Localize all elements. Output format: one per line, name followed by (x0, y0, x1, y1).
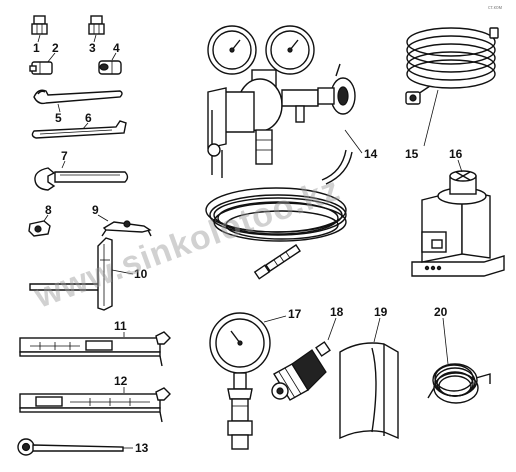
label-19: 19 (374, 305, 388, 319)
label-11: 11 (114, 319, 127, 333)
item-13-ring-key (17, 438, 124, 456)
item-7-open-end-wrench (34, 167, 129, 191)
item-3-nut (88, 15, 105, 35)
leader-10 (111, 269, 134, 275)
label-14: 14 (364, 147, 378, 161)
item-4-fitting (98, 60, 122, 75)
label-5: 5 (55, 111, 62, 125)
item-1-nut (31, 15, 48, 35)
item-14-gas-regulator (205, 25, 356, 280)
leader-1 (37, 34, 41, 43)
item-12-caliper (19, 387, 171, 423)
item-9-bracket (101, 220, 152, 237)
watermark: www.sinkolotoo.kz (29, 170, 345, 316)
item-19-half-shell (339, 342, 399, 440)
leader-17 (263, 315, 287, 323)
leader-4 (111, 52, 117, 61)
label-8: 8 (45, 203, 52, 217)
corner-mark: ст.ком (488, 5, 503, 11)
label-3: 3 (89, 41, 96, 55)
leader-20 (442, 317, 449, 365)
item-18-adapter (271, 341, 331, 401)
item-20-wire-coil (427, 363, 491, 404)
label-1: 1 (33, 41, 40, 55)
label-6: 6 (85, 111, 92, 125)
label-13: 13 (135, 441, 149, 455)
leader-9 (97, 214, 109, 222)
label-20: 20 (434, 305, 448, 319)
label-15: 15 (405, 147, 419, 161)
item-15-coiled-tube (405, 27, 499, 105)
label-4: 4 (113, 41, 120, 55)
label-9: 9 (92, 203, 99, 217)
item-5-hook-wrench (33, 89, 123, 105)
label-17: 17 (288, 307, 302, 321)
item-6-flat-key (31, 120, 127, 139)
item-10-square-gauge (29, 237, 113, 311)
item-8-nut (28, 220, 51, 237)
label-18: 18 (330, 305, 344, 319)
label-2: 2 (52, 41, 59, 55)
leader-5 (57, 103, 61, 113)
leader-18 (327, 317, 337, 341)
label-16: 16 (449, 147, 463, 161)
item-16-hydraulic-jack (411, 170, 505, 277)
item-11-caliper (19, 331, 171, 367)
label-10: 10 (134, 267, 148, 281)
leader-7 (61, 160, 66, 169)
leader-8 (43, 214, 49, 222)
item-17-pressure-gauge (209, 312, 271, 450)
item-2-fitting (29, 61, 53, 75)
leader-3 (93, 34, 97, 43)
label-7: 7 (61, 149, 68, 163)
leader-15 (423, 89, 439, 147)
label-12: 12 (114, 374, 128, 388)
leader-16 (457, 159, 463, 173)
leader-19 (373, 317, 381, 343)
leader-14 (344, 129, 363, 154)
